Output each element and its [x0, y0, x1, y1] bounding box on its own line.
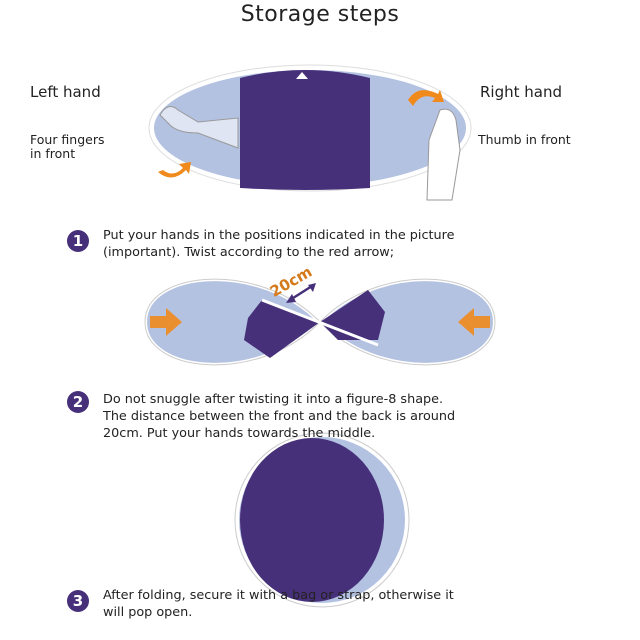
step-3-text: After folding, secure it with a bag or s…	[103, 587, 603, 621]
step-badge: 3	[67, 590, 89, 612]
step-line: (important). Twist according to the red …	[103, 245, 395, 260]
right-hand-label: Right hand	[480, 83, 562, 101]
left-hand-hint: Four fingers in front	[30, 133, 105, 161]
right-hand-hint: Thumb in front	[478, 132, 571, 147]
left-hand-label: Left hand	[30, 83, 101, 101]
step-line: The distance between the front and the b…	[103, 409, 456, 424]
step-badge: 2	[67, 391, 89, 413]
right-hand-icon	[426, 108, 461, 201]
folded-shade-illustration	[234, 432, 410, 608]
distance-label: 20cm	[267, 263, 315, 301]
step-badge: 1	[67, 230, 89, 252]
step-line: Put your hands in the positions indicate…	[103, 228, 455, 243]
step-line: will pop open.	[103, 605, 193, 620]
step-line: Do not snuggle after twisting it into a …	[103, 392, 444, 407]
push-arrow-icon	[150, 308, 182, 336]
left-hand-icon	[159, 105, 239, 149]
step-line: 20cm. Put your hands towards the middle.	[103, 426, 376, 441]
figure-eight-illustration	[142, 277, 498, 367]
hint-line: Four fingers	[30, 132, 105, 147]
push-arrow-icon	[458, 308, 490, 336]
step-2-text: Do not snuggle after twisting it into a …	[103, 391, 603, 442]
rotate-arrow-icon	[408, 90, 444, 106]
page-title: Storage steps	[240, 2, 400, 27]
step-1-text: Put your hands in the positions indicate…	[103, 227, 603, 261]
step-line: After folding, secure it with a bag or s…	[103, 588, 454, 603]
hint-line: in front	[30, 146, 76, 161]
open-shade-illustration	[148, 64, 472, 201]
rotate-arrow-icon	[158, 162, 191, 178]
